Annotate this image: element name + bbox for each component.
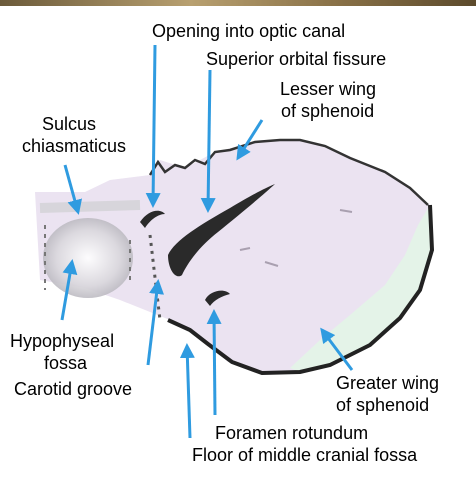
label-lesser-wing-line2: of sphenoid <box>281 100 374 122</box>
label-hypophyseal-line2: fossa <box>44 352 87 374</box>
label-superior-orbital-fissure: Superior orbital fissure <box>206 48 386 70</box>
label-floor-middle-fossa: Floor of middle cranial fossa <box>192 444 417 466</box>
label-greater-wing-line2: of sphenoid <box>336 394 429 416</box>
hypophyseal-fossa-shape <box>43 218 133 298</box>
label-carotid-groove: Carotid groove <box>14 378 132 400</box>
label-foramen-rotundum: Foramen rotundum <box>215 422 368 444</box>
sulcus-shading <box>40 205 140 208</box>
arrow-floor-middle-fossa <box>187 346 190 438</box>
label-hypophyseal-line1: Hypophyseal <box>10 330 114 352</box>
label-greater-wing-line1: Greater wing <box>336 372 439 394</box>
label-sulcus-line2: chiasmaticus <box>22 135 126 157</box>
arrow-optic-canal <box>153 45 155 205</box>
arrow-foramen-rotundum <box>214 312 215 415</box>
arrow-superior-orbital-fissure <box>208 70 210 210</box>
label-sulcus-line1: Sulcus <box>42 113 96 135</box>
label-lesser-wing-line1: Lesser wing <box>280 78 376 100</box>
label-opening-optic-canal: Opening into optic canal <box>152 20 345 42</box>
